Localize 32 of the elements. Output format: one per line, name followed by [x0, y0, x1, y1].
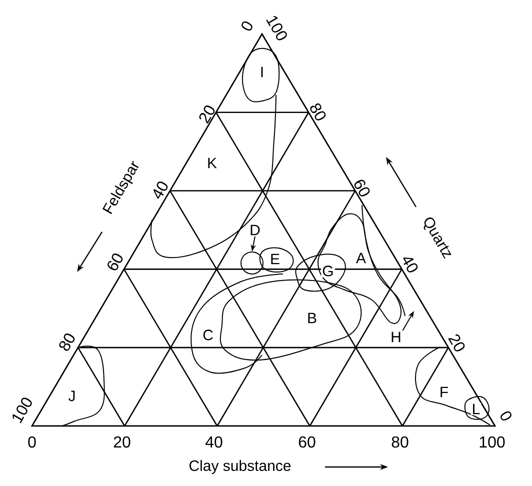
region-letter: F [438, 386, 450, 398]
region-letter: E [269, 252, 281, 266]
tick-label: 60 [108, 254, 123, 270]
region-letter: H [392, 332, 400, 342]
tick-label: 20 [448, 334, 465, 352]
region-letter: G [321, 264, 335, 278]
tick-label: 100 [266, 16, 287, 40]
tick-label: 20 [199, 106, 215, 124]
tick-label: 80 [392, 436, 408, 448]
axis-title: Clay substance [190, 460, 291, 474]
region-outline [240, 251, 264, 274]
region-letter: J [67, 390, 77, 402]
region-letter: D [250, 224, 260, 236]
tick-label: 40 [205, 436, 222, 448]
region-letter: B [306, 312, 318, 324]
tick-label: 100 [480, 436, 505, 448]
tick-label: 40 [403, 258, 418, 272]
tick-label: 0 [242, 21, 252, 31]
tick-label: 80 [59, 334, 75, 351]
region-letter: A [355, 252, 367, 264]
tick-label: 0 [500, 411, 512, 421]
tick-label: 20 [114, 436, 130, 448]
region-letter: C [202, 328, 214, 342]
tick-label: 0 [28, 436, 36, 448]
region-letter: L [470, 402, 482, 416]
region-letter: K [206, 156, 218, 170]
tick-label: 60 [298, 436, 316, 448]
tick-label: 80 [310, 103, 326, 120]
tick-label: 100 [12, 398, 32, 424]
region-letter: I [258, 66, 266, 78]
tick-label: 60 [354, 180, 370, 196]
tick-label: 40 [154, 182, 168, 199]
